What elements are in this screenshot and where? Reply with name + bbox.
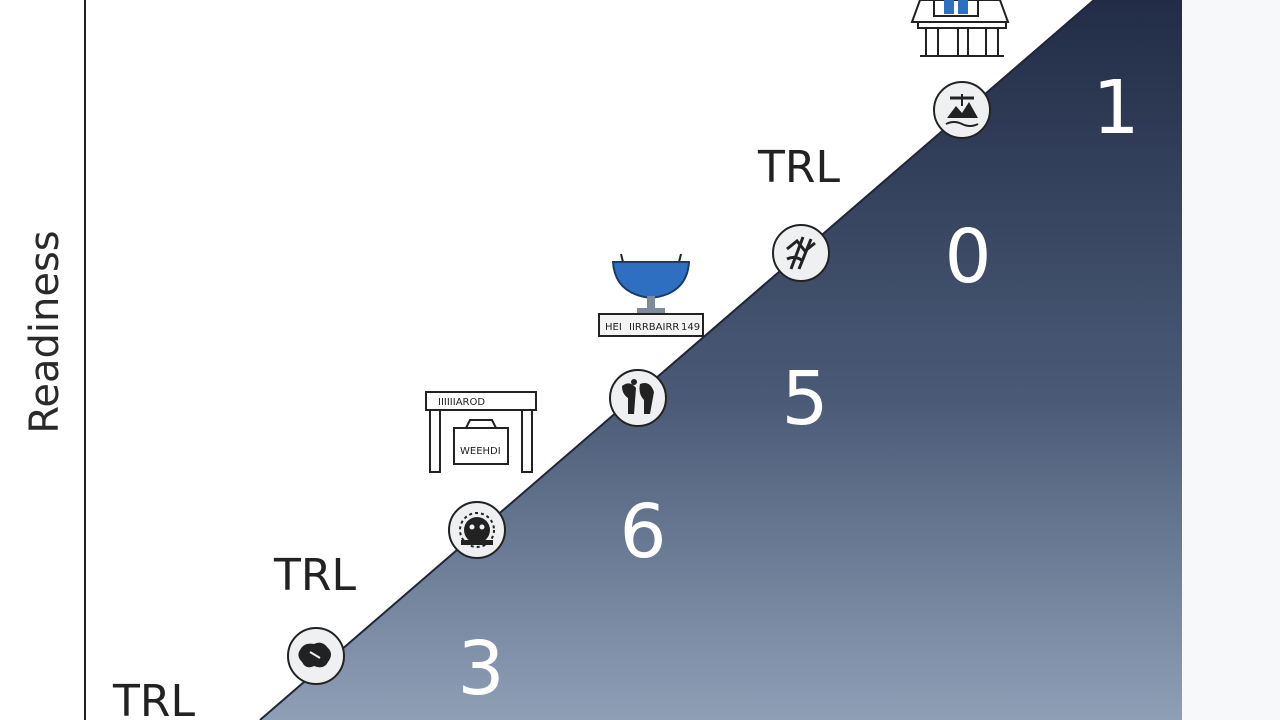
console-label-right: 149: [681, 322, 700, 333]
building-illustration: [910, 0, 1010, 57]
map-region-icon: [298, 642, 331, 668]
level-numeral-0: 0: [944, 214, 991, 300]
trl-label-mid: TRL: [273, 550, 356, 601]
building-window: [944, 0, 954, 14]
level-numeral-5: 5: [781, 356, 828, 442]
figures-icon: [622, 379, 654, 414]
pen-tools-icon: [786, 236, 816, 270]
y-axis-label: Readiness: [22, 230, 68, 433]
landscape-icon: [945, 94, 979, 127]
milestone-1: [933, 81, 991, 139]
frame-panel: [453, 427, 509, 465]
milestone-5: [287, 627, 345, 685]
building-window: [958, 0, 968, 14]
frame-panel-label: WEEHDI: [460, 446, 501, 457]
test-frame-illustration: IIIIIIAROD WEEHDI: [425, 391, 537, 473]
satellite-dish-illustration: HEI IIRRBAIRR 149: [598, 253, 704, 337]
frame-header-label: IIIIIIAROD: [438, 397, 485, 408]
level-numeral-6: 6: [619, 489, 666, 575]
right-margin-panel: [1182, 0, 1280, 720]
console-label-left: HEI: [605, 322, 622, 333]
trl-label-bottom: TRL: [112, 676, 195, 720]
milestone-3: [609, 369, 667, 427]
milestone-4: [448, 501, 506, 559]
level-numeral-1: 1: [1092, 65, 1139, 151]
console-panel: [598, 313, 704, 337]
trl-label-top: TRL: [757, 142, 840, 193]
gear-machine-icon: [459, 512, 495, 548]
milestone-2: [772, 224, 830, 282]
level-numeral-3: 3: [457, 626, 504, 712]
console-label-center: IIRRBAIRR: [629, 322, 679, 333]
